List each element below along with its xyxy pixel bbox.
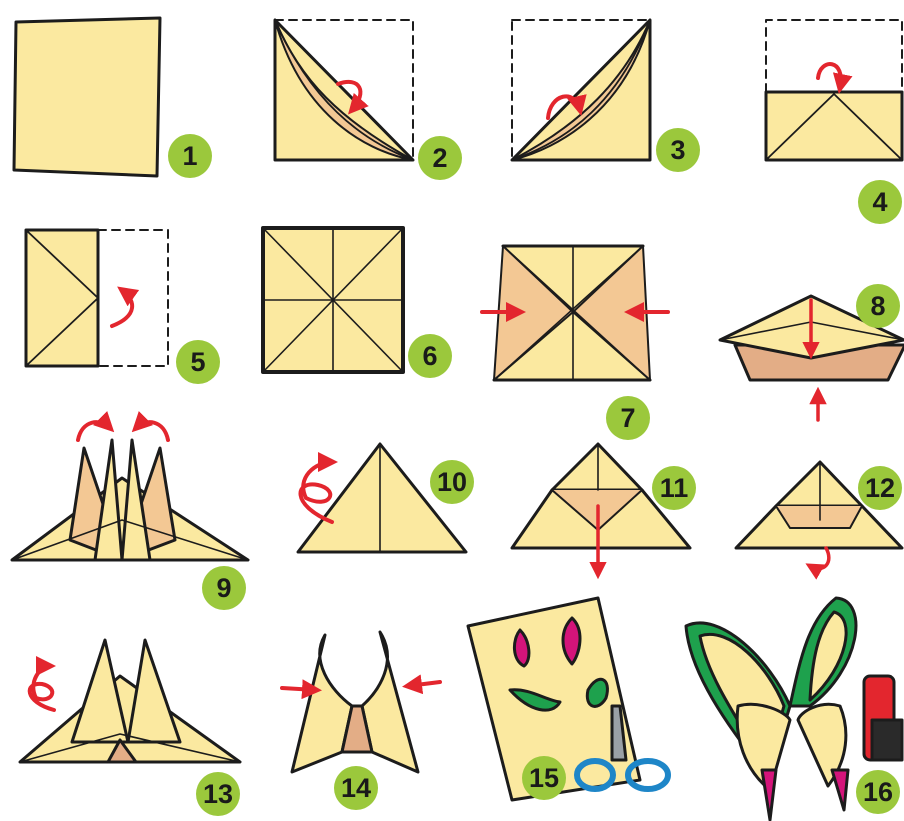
step-16-finished-butterfly: [684, 596, 904, 821]
step-badge-6: 6: [408, 334, 452, 378]
step-badge-2: 2: [418, 136, 462, 180]
step-7-collapse: [480, 244, 670, 382]
step-9-flaps-up: [10, 411, 250, 562]
step-badge-14: 14: [334, 766, 378, 810]
step-badge-3: 3: [656, 128, 700, 172]
step-2-diagonal-fold: [273, 18, 415, 162]
step-badge-12: 12: [858, 466, 902, 510]
step-14-pinch: [280, 630, 442, 774]
step-badge-15: 15: [522, 756, 566, 800]
step-5-vertical-fold: [24, 228, 169, 368]
step-6-creased-square: [261, 226, 405, 374]
step-badge-9: 9: [202, 566, 246, 610]
step-8-waterbomb-base: [718, 294, 904, 422]
step-1-square: [12, 16, 162, 178]
step-badge-13: 13: [196, 772, 240, 816]
step-badge-10: 10: [430, 460, 474, 504]
step-badge-11: 11: [652, 466, 696, 510]
step-12-fold-tip-back: [734, 460, 904, 580]
step-badge-8: 8: [856, 284, 900, 328]
step-badge-16: 16: [856, 770, 900, 814]
step-badge-5: 5: [176, 340, 220, 384]
step-badge-7: 7: [606, 396, 650, 440]
step-badge-1: 1: [168, 134, 212, 178]
step-3-diagonal-fold: [510, 18, 652, 162]
step-13-body: [18, 638, 242, 764]
step-badge-4: 4: [858, 180, 902, 224]
step-4-horizontal-fold: [764, 19, 904, 162]
step-11-fold-tip-down: [510, 442, 692, 580]
step-15-decorate: [466, 596, 671, 802]
step-10-triangle: [296, 442, 468, 554]
